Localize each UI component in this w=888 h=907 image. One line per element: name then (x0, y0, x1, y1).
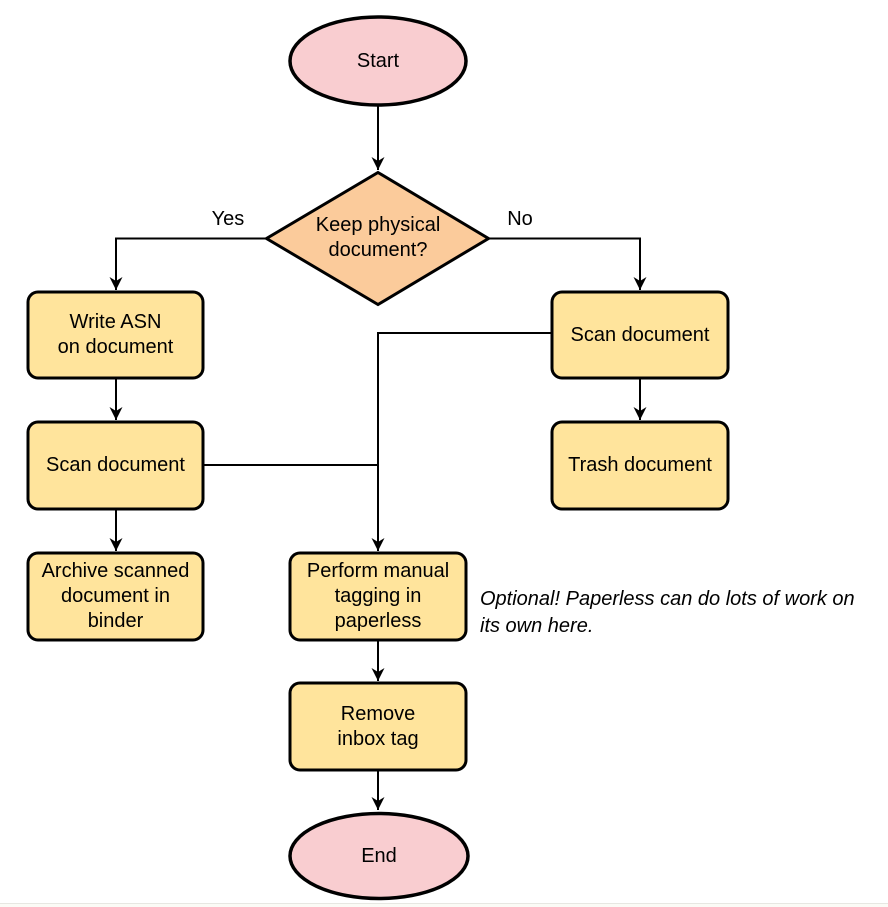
no-edge-label: No (507, 208, 533, 230)
remove-inbox-tag-box-shape (288, 681, 468, 772)
scan-document-left-box-shape (26, 420, 205, 511)
flowchart-edges (109, 105, 647, 810)
end-terminal-shape (288, 811, 470, 901)
yes-edge-label: Yes (211, 208, 245, 230)
edge-decision-yes-to-write-asn (109, 237, 266, 290)
edge-scan-right-to-tagging (371, 332, 552, 551)
optional-note: Optional! Paperless can do lots of work … (480, 588, 855, 637)
trash-document-box-shape (550, 420, 730, 511)
decision-diamond-shape (263, 170, 492, 307)
edge-decision-no-to-scan-right (489, 237, 647, 290)
bottom-separator (0, 903, 888, 907)
manual-tagging-box-shape (288, 551, 468, 642)
start-terminal-shape (288, 15, 468, 107)
write-asn-box-shape (26, 290, 205, 380)
scan-document-right-box-shape (550, 290, 730, 380)
archive-box-shape (26, 551, 205, 642)
